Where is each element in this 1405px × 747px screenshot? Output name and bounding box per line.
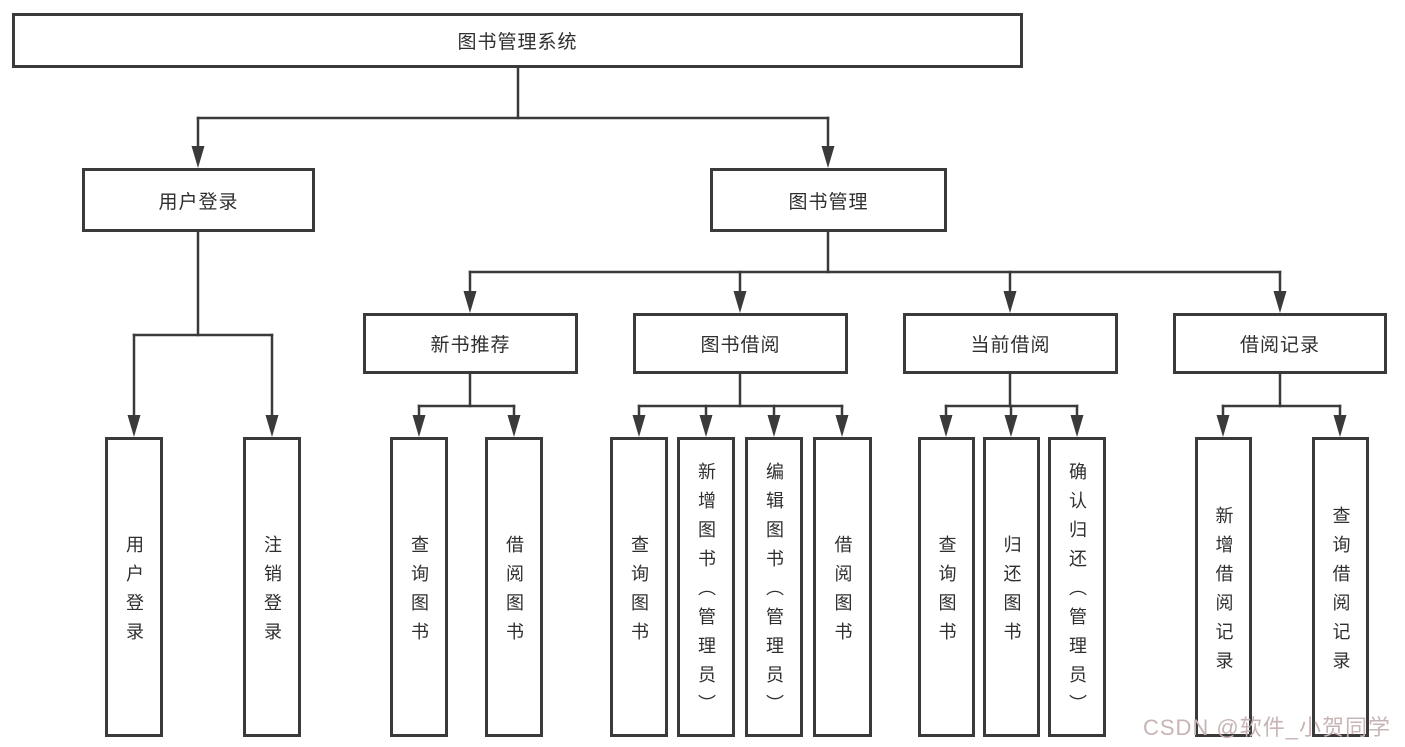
node-label: 新增图书（管理员）	[696, 462, 716, 723]
node-user-login: 用户登录	[82, 168, 315, 232]
node-new-book-recommend: 新书推荐	[363, 313, 578, 374]
node-label: 图书借阅	[700, 335, 781, 356]
node-label: 新书推荐	[430, 335, 511, 356]
node-bb-query-books: 查询图书	[610, 437, 668, 737]
node-cb-query-books: 查询图书	[918, 437, 975, 737]
node-cb-confirm-return-admin: 确认归还（管理员）	[1048, 437, 1106, 737]
node-cb-return-books: 归还图书	[983, 437, 1040, 737]
node-library-management-system: 图书管理系统	[12, 13, 1023, 68]
node-borrow-record: 借阅记录	[1173, 313, 1387, 374]
node-label: 注销登录	[262, 534, 282, 651]
node-label: 查询借阅记录	[1330, 505, 1351, 680]
node-label: 查询图书	[409, 534, 429, 651]
node-book-management: 图书管理	[710, 168, 947, 232]
node-label: 图书管理	[788, 191, 869, 213]
node-br-add-record: 新增借阅记录	[1195, 437, 1252, 737]
node-label: 查询图书	[629, 534, 649, 651]
node-label: 图书管理系统	[457, 32, 578, 53]
node-current-borrow: 当前借阅	[903, 313, 1118, 374]
node-label: 当前借阅	[970, 335, 1051, 356]
node-label: 借阅图书	[832, 534, 853, 651]
node-bb-add-books-admin: 新增图书（管理员）	[677, 437, 735, 737]
node-label: 用户登录	[158, 191, 239, 213]
node-br-query-record: 查询借阅记录	[1312, 437, 1369, 737]
node-nbr-borrow-books: 借阅图书	[485, 437, 543, 737]
node-label: 查询图书	[936, 534, 957, 651]
node-label: 借阅图书	[504, 534, 524, 651]
node-bb-edit-books-admin: 编辑图书（管理员）	[745, 437, 803, 737]
node-book-borrow: 图书借阅	[633, 313, 848, 374]
node-logout-leaf: 注销登录	[243, 437, 301, 737]
node-bb-borrow-books: 借阅图书	[813, 437, 872, 737]
node-label: 确认归还（管理员）	[1067, 462, 1087, 723]
node-label: 编辑图书（管理员）	[764, 462, 784, 723]
node-label: 借阅记录	[1239, 335, 1320, 356]
node-nbr-query-books: 查询图书	[390, 437, 448, 737]
node-user-login-leaf: 用户登录	[105, 437, 163, 737]
node-label: 归还图书	[1001, 534, 1022, 651]
node-label: 新增借阅记录	[1213, 505, 1234, 680]
node-label: 用户登录	[124, 534, 144, 651]
